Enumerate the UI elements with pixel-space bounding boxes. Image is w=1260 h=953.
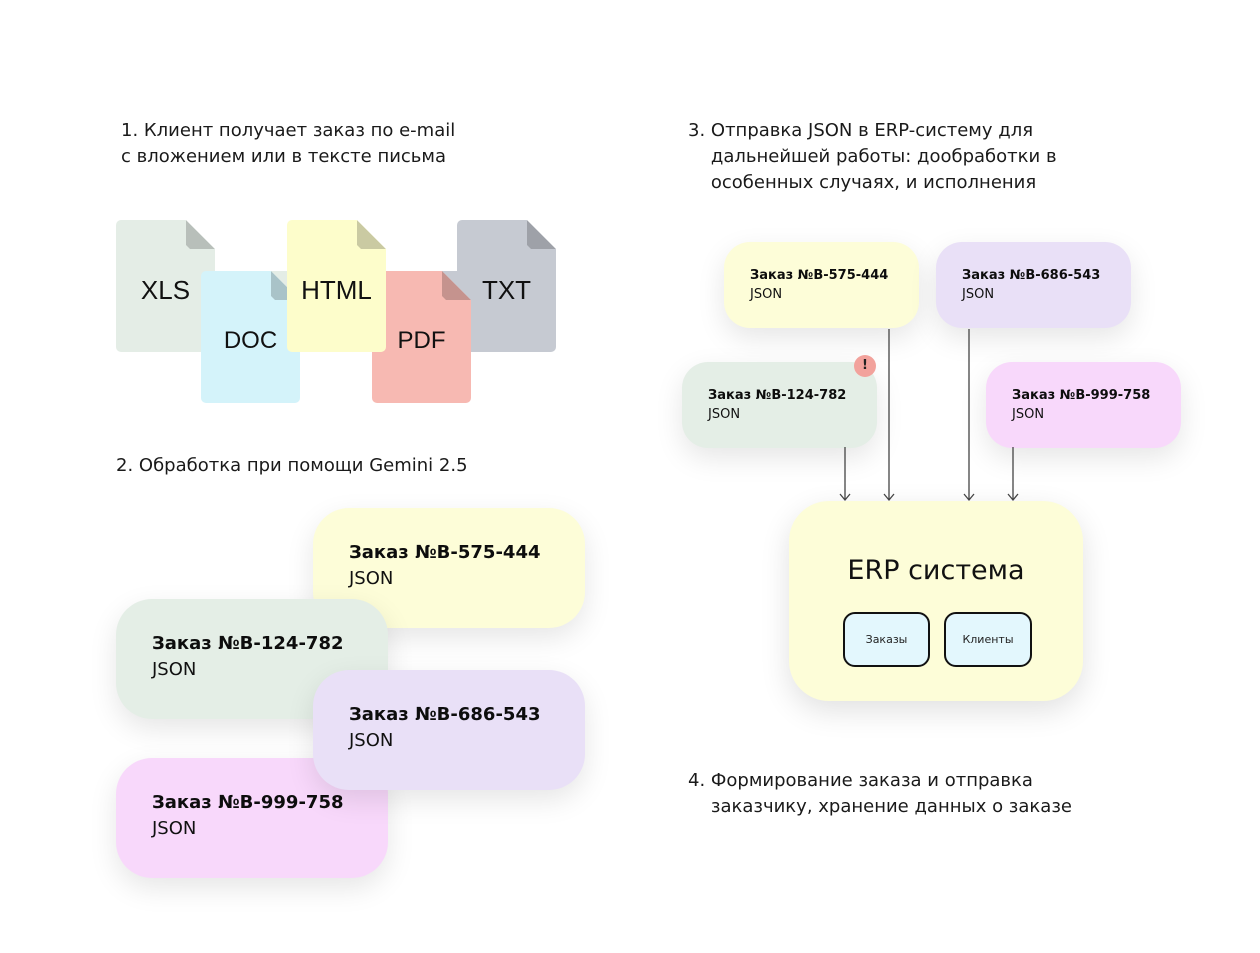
order-title: Заказ №B-124-782	[152, 633, 344, 654]
alert-icon: !	[854, 355, 876, 377]
step-2-text: 2. Обработка при помощи Gemini 2.5	[116, 455, 468, 476]
txt-file-icon: TXT	[457, 220, 556, 352]
erp-title: ERP система	[847, 555, 1025, 586]
file-label: HTML	[301, 275, 372, 305]
order-format: JSON	[708, 407, 741, 422]
arrow-686-to-erp	[963, 329, 975, 502]
order-format: JSON	[152, 818, 197, 839]
order-card: Заказ №B-686-543 JSON	[313, 670, 585, 790]
step-1-text: 1. Клиент получает заказ по e-mail с вло…	[121, 120, 456, 167]
doc-file-icon: DOC	[201, 271, 300, 403]
order-card: Заказ №B-124-782 JSON	[682, 362, 877, 448]
order-format: JSON	[349, 568, 394, 589]
order-format: JSON	[750, 287, 783, 302]
order-format: JSON	[1012, 407, 1045, 422]
page-fold-icon	[442, 271, 471, 300]
step-3-text: 3. Отправка JSON в ERP-систему для дальн…	[688, 120, 1057, 193]
order-title: Заказ №B-999-758	[1012, 388, 1151, 403]
pdf-file-icon: PDF	[372, 271, 471, 403]
order-format: JSON	[152, 659, 197, 680]
order-title: Заказ №B-575-444	[750, 268, 889, 283]
arrow-999-to-erp	[1007, 447, 1019, 502]
order-title: Заказ №B-686-543	[962, 268, 1101, 283]
order-title: Заказ №B-124-782	[708, 388, 847, 403]
file-label: PDF	[397, 327, 446, 354]
arrow-575-to-erp	[883, 329, 895, 502]
order-card: Заказ №B-575-444 JSON	[724, 242, 919, 328]
html-file-icon: HTML	[287, 220, 386, 352]
file-label: TXT	[481, 275, 532, 305]
page-fold-icon	[527, 220, 556, 249]
page-fold-icon	[357, 220, 386, 249]
order-card: Заказ №B-999-758 JSON	[116, 758, 388, 878]
order-title: Заказ №B-686-543	[349, 704, 541, 725]
order-format: JSON	[962, 287, 995, 302]
arrow-124-to-erp	[839, 447, 851, 502]
order-card: Заказ №B-686-543 JSON	[936, 242, 1131, 328]
orders-module-button[interactable]: Заказы	[843, 612, 930, 667]
xls-file-icon: XLS	[116, 220, 215, 352]
step-4-text: 4. Формирование заказа и отправка заказч…	[688, 770, 1072, 817]
clients-module-button[interactable]: Клиенты	[944, 612, 1032, 667]
file-label: DOC	[223, 327, 278, 354]
order-title: Заказ №B-999-758	[152, 792, 344, 813]
erp-system-box: ERP система Заказы Клиенты	[789, 501, 1083, 701]
order-card: Заказ №B-999-758 JSON	[986, 362, 1181, 448]
file-label: XLS	[140, 275, 191, 305]
page-fold-icon	[186, 220, 215, 249]
order-title: Заказ №B-575-444	[349, 542, 541, 563]
order-format: JSON	[349, 730, 394, 751]
